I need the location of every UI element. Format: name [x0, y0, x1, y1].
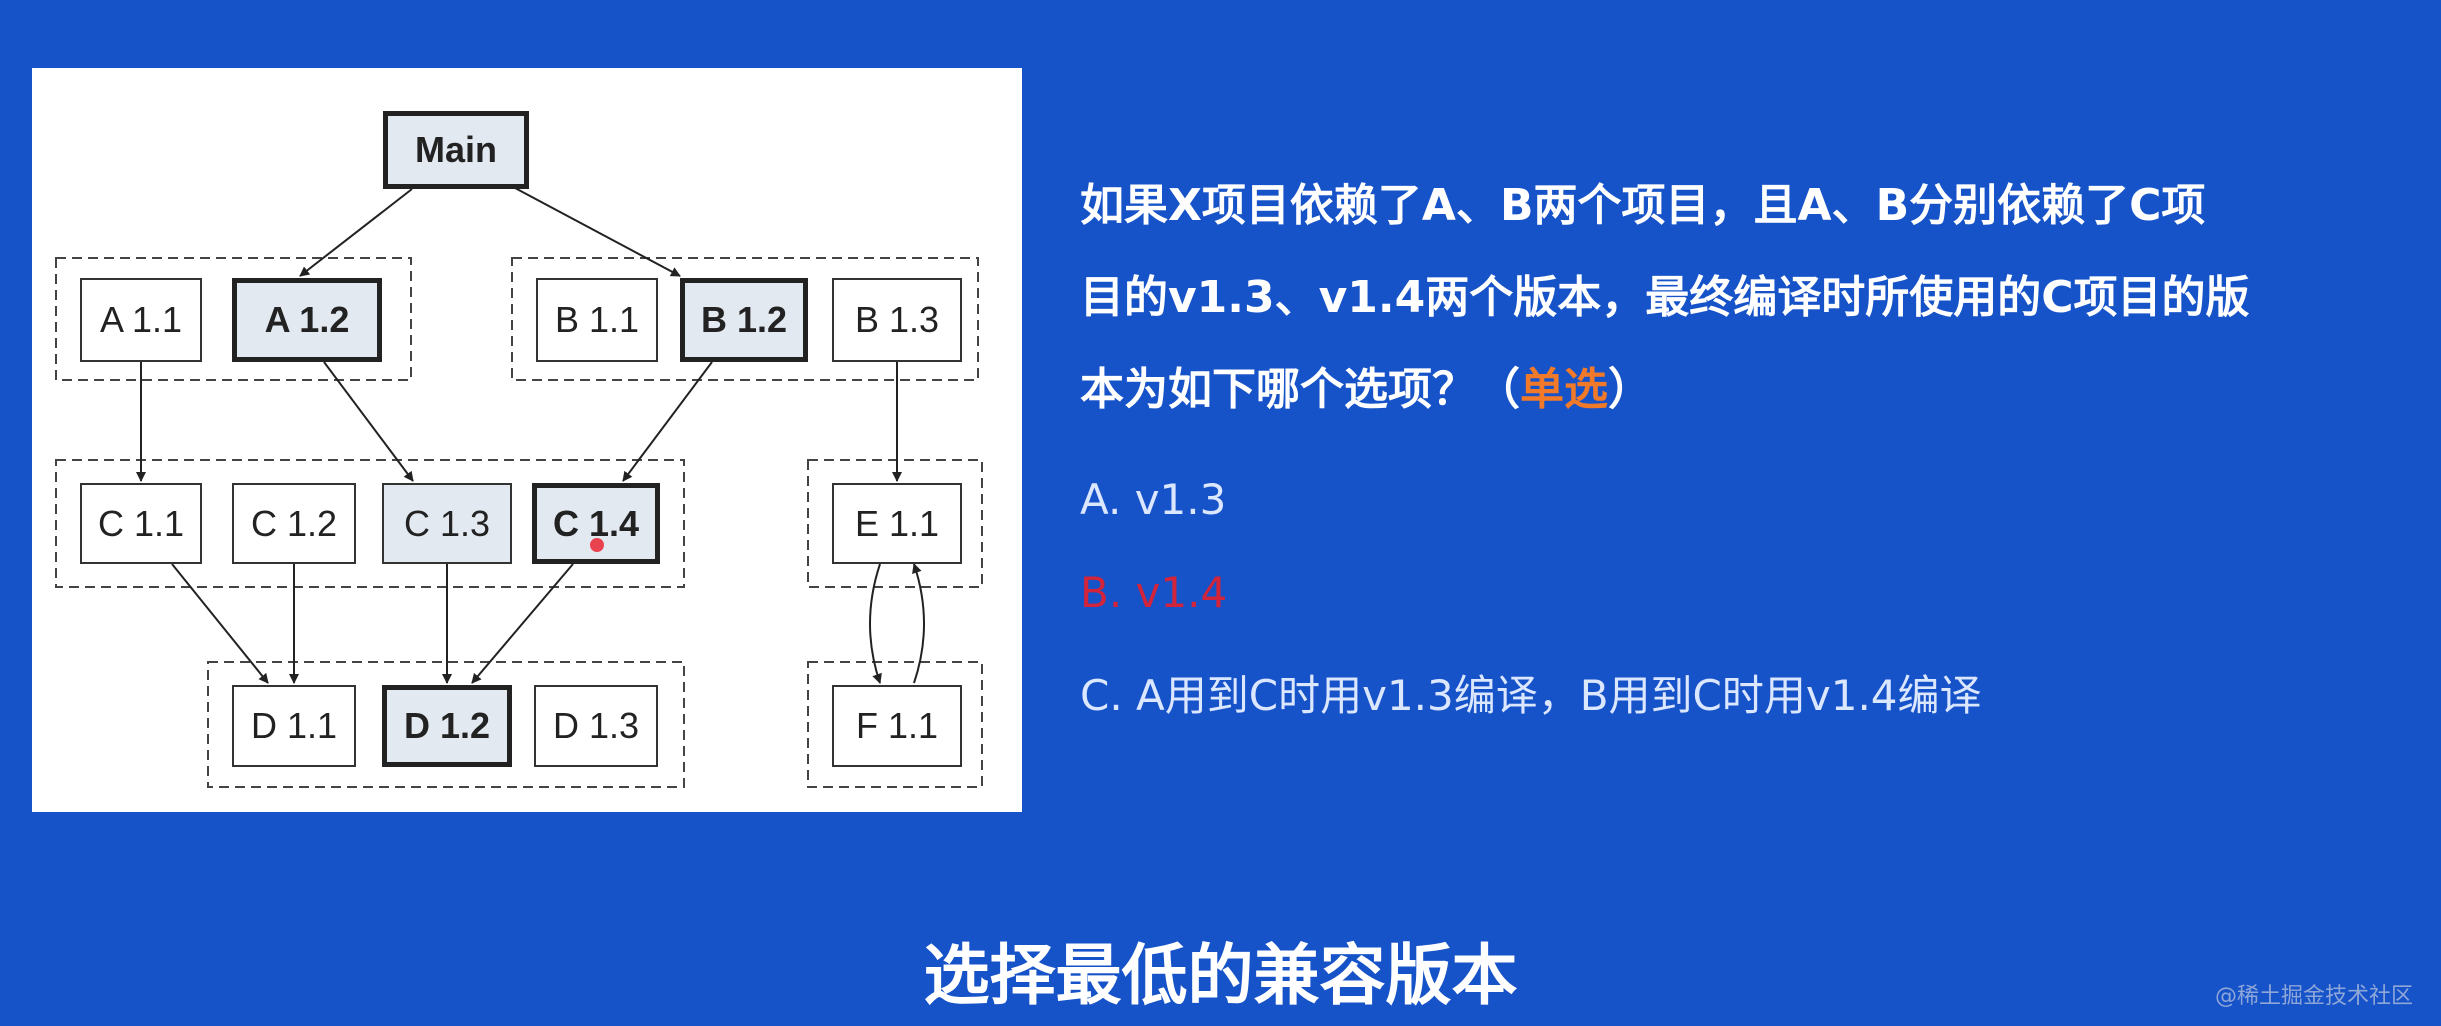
edge-main-a12 — [299, 188, 413, 277]
group-c — [55, 459, 685, 588]
question-line-3-suffix: ） — [1608, 364, 1652, 415]
option-b: B. v1.4 — [1080, 568, 1228, 617]
question-text: 如果X项目依赖了A、B两个项目，且A、B分别依赖了C项 目的v1.3、v1.4两… — [1080, 160, 2430, 436]
node-b13: B 1.3 — [832, 278, 962, 362]
edge-f11-e11 — [912, 563, 925, 684]
node-d13: D 1.3 — [534, 685, 658, 767]
node-b12: B 1.2 — [680, 278, 808, 362]
node-d11: D 1.1 — [232, 685, 356, 767]
edge-e11-f11 — [869, 563, 882, 684]
group-b — [511, 257, 979, 381]
question-line-3: 本为如下哪个选项？（单选） — [1080, 344, 2430, 436]
single-choice-tag: 单选 — [1520, 364, 1608, 415]
node-f11: F 1.1 — [832, 685, 962, 767]
option-c: C. A用到C时用v1.3编译，B用到C时用v1.4编译 — [1080, 671, 1982, 720]
caption-subtitle: 选择最低的兼容版本 — [923, 937, 1518, 1014]
watermark: @稀土掘金技术社区 — [2214, 984, 2413, 1009]
node-main: Main — [383, 111, 529, 189]
group-d — [207, 661, 685, 788]
question-line-3-prefix: 本为如下哪个选项？（ — [1080, 364, 1520, 415]
node-c14: C 1.4 — [532, 483, 660, 564]
edge-c11-d11 — [171, 563, 269, 684]
diagram-edges — [55, 179, 983, 788]
node-a12: A 1.2 — [232, 278, 382, 362]
group-f — [807, 661, 983, 788]
edge-a12-c13 — [323, 361, 414, 482]
node-e11: E 1.1 — [832, 483, 962, 564]
node-a11: A 1.1 — [80, 278, 202, 362]
node-c13: C 1.3 — [382, 483, 512, 564]
option-a: A. v1.3 — [1080, 475, 1227, 524]
group-e — [807, 459, 983, 588]
edge-main-b12 — [499, 179, 681, 277]
group-a — [55, 257, 412, 381]
question-line-1: 如果X项目依赖了A、B两个项目，且A、B分别依赖了C项 — [1080, 180, 2206, 231]
node-b11: B 1.1 — [536, 278, 658, 362]
dependency-diagram: Main A 1.1 A 1.2 B 1.1 B 1.2 B 1.3 C 1.1… — [32, 68, 1022, 812]
edge-c14-d12 — [471, 563, 574, 684]
node-c12: C 1.2 — [232, 483, 356, 564]
edge-b12-c14 — [622, 361, 713, 482]
node-c11: C 1.1 — [80, 483, 202, 564]
question-line-2: 目的v1.3、v1.4两个版本，最终编译时所使用的C项目的版 — [1080, 272, 2250, 323]
node-d12: D 1.2 — [382, 685, 512, 767]
